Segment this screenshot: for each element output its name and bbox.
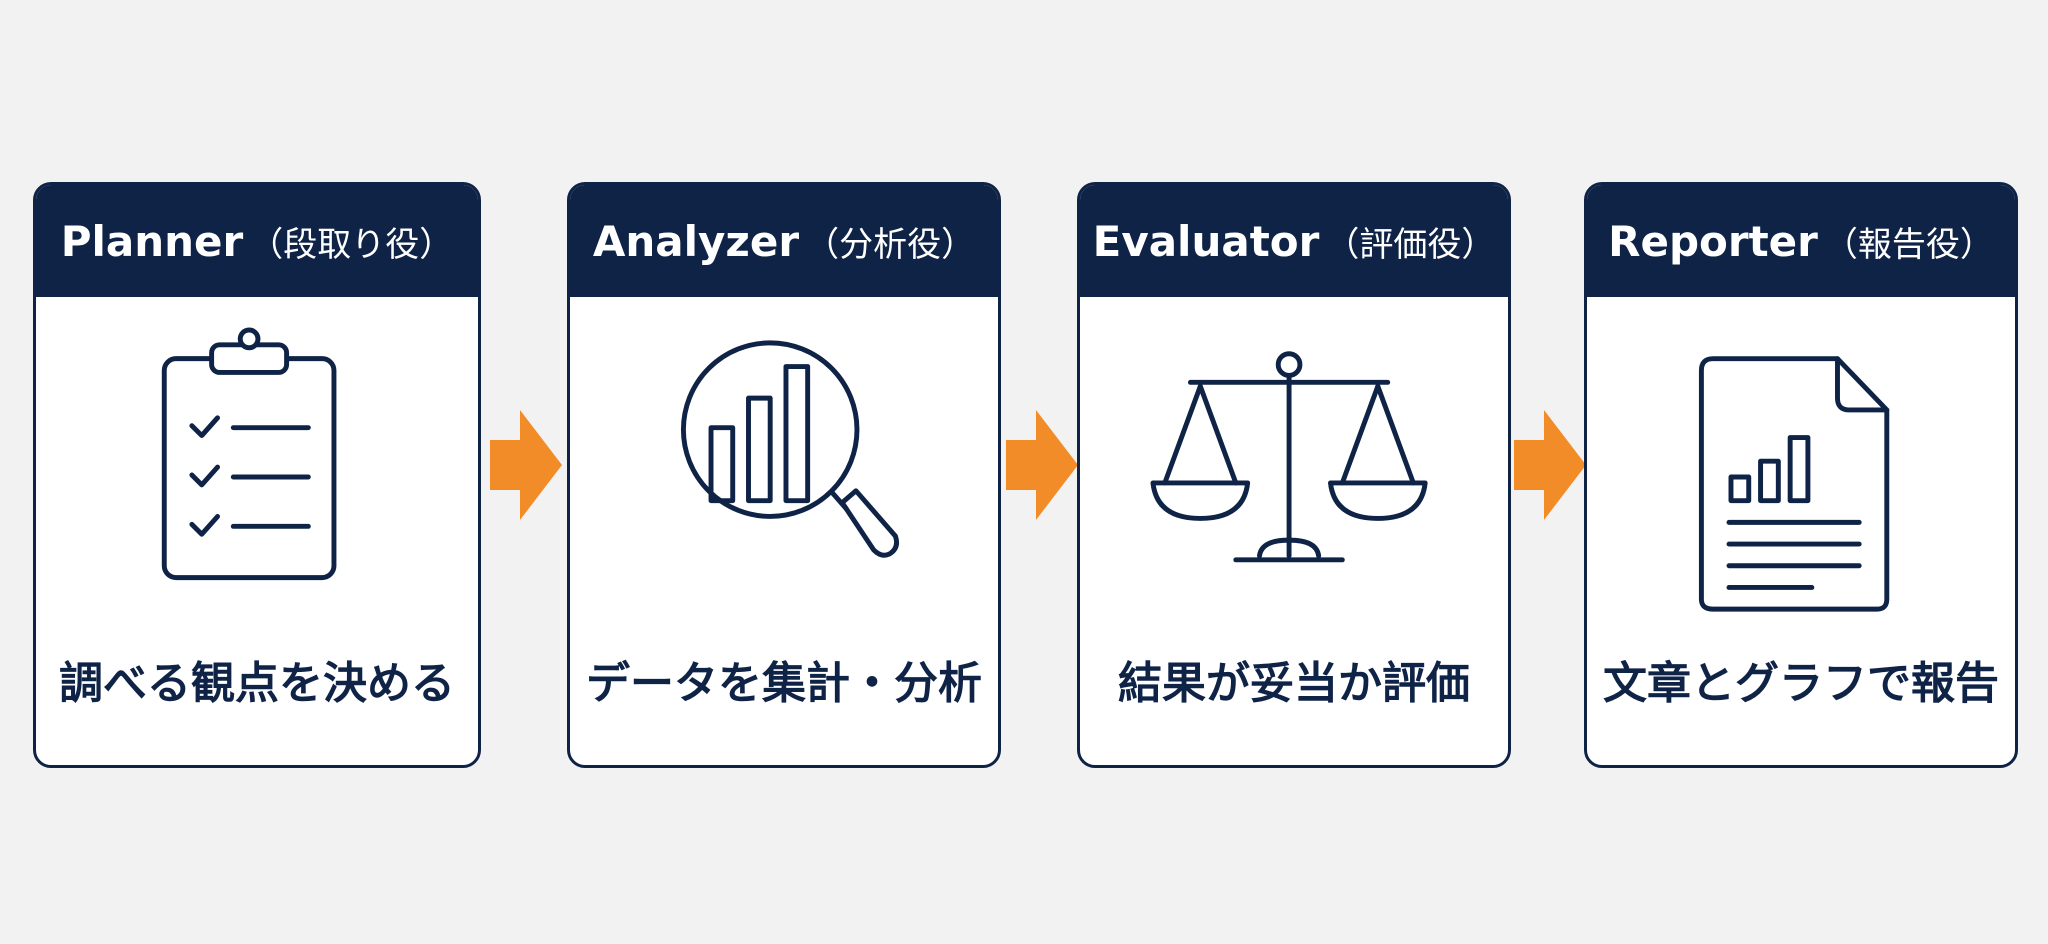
- card-caption: データを集計・分析: [586, 658, 982, 709]
- arrow-right-icon: [490, 410, 562, 520]
- card-planner: Planner （段取り役） 調べる観点を決める: [33, 182, 481, 768]
- card-title: Reporter: [1608, 216, 1818, 266]
- balance-scale-icon: [1150, 351, 1428, 563]
- card-evaluator: Evaluator （評価役） 結果が妥当か評価: [1077, 182, 1511, 768]
- card-title: Analyzer: [592, 216, 800, 266]
- card-title: Planner: [60, 216, 244, 266]
- card-caption: 文章とグラフで報告: [1603, 658, 1999, 709]
- card-header: Reporter （報告役）: [1587, 185, 2015, 297]
- card-reporter: Reporter （報告役） 文章とグラフで報告: [1584, 182, 2018, 768]
- card-header: Evaluator （評価役）: [1080, 185, 1508, 297]
- card-title: Evaluator: [1092, 216, 1320, 266]
- card-subtitle: （評価役）: [1325, 224, 1496, 265]
- magnifier-bar-chart-icon: [680, 340, 900, 558]
- report-document-icon: [1698, 356, 1890, 612]
- card-caption: 結果が妥当か評価: [1118, 658, 1470, 709]
- card-subtitle: （分析役）: [805, 224, 976, 265]
- card-header: Planner （段取り役）: [36, 185, 478, 297]
- card-header: Analyzer （分析役）: [570, 185, 998, 297]
- card-caption: 調べる観点を決める: [59, 658, 455, 709]
- card-subtitle: （報告役）: [1823, 224, 1994, 265]
- card-subtitle: （段取り役）: [249, 224, 454, 265]
- clipboard-checklist-icon: [161, 327, 337, 581]
- card-analyzer: Analyzer （分析役） データを集計・分析: [567, 182, 1001, 768]
- arrow-right-icon: [1006, 410, 1078, 520]
- arrow-right-icon: [1514, 410, 1586, 520]
